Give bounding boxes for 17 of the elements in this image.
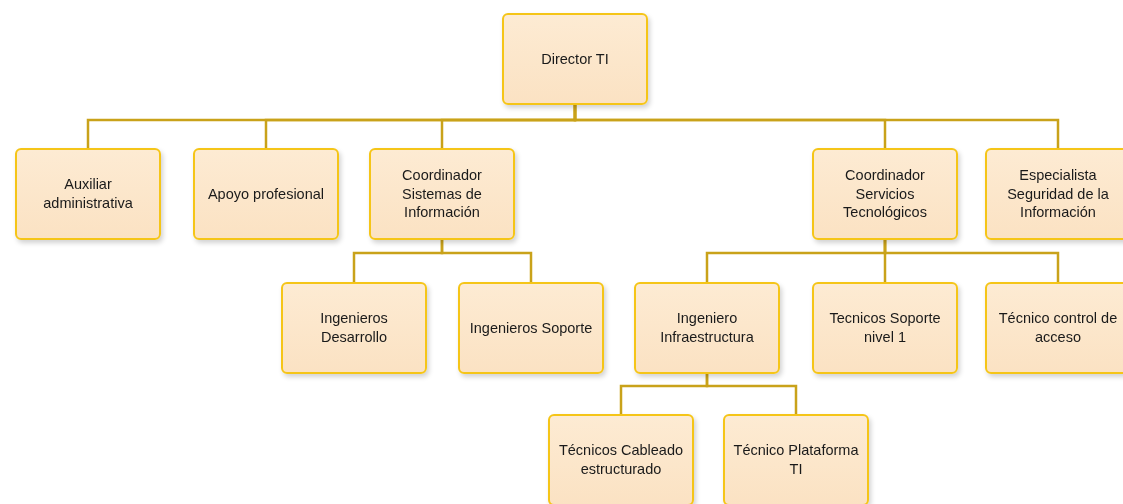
org-box: Técnico Plataforma TI (723, 414, 869, 504)
org-box: Coordinador Sistemas de Información (369, 148, 515, 240)
connector-line (573, 105, 1060, 148)
org-box: Técnicos Cableado estructurado (548, 414, 694, 504)
org-box: Técnico control de acceso (985, 282, 1123, 374)
org-box: Ingenieros Soporte (458, 282, 604, 374)
org-box: Ingenieros Desarrollo (281, 282, 427, 374)
org-box: Director TI (502, 13, 648, 105)
org-box: Ingeniero Infraestructura (634, 282, 780, 374)
connector-line (440, 240, 533, 282)
connector-line (883, 240, 1060, 282)
connector-line (705, 374, 798, 414)
org-box: Auxiliar administrativa (15, 148, 161, 240)
org-box: Apoyo profesional (193, 148, 339, 240)
org-box: Especialista Seguridad de la Información (985, 148, 1123, 240)
org-box: Tecnicos Soporte nivel 1 (812, 282, 958, 374)
org-box: Coordinador Servicios Tecnológicos (812, 148, 958, 240)
